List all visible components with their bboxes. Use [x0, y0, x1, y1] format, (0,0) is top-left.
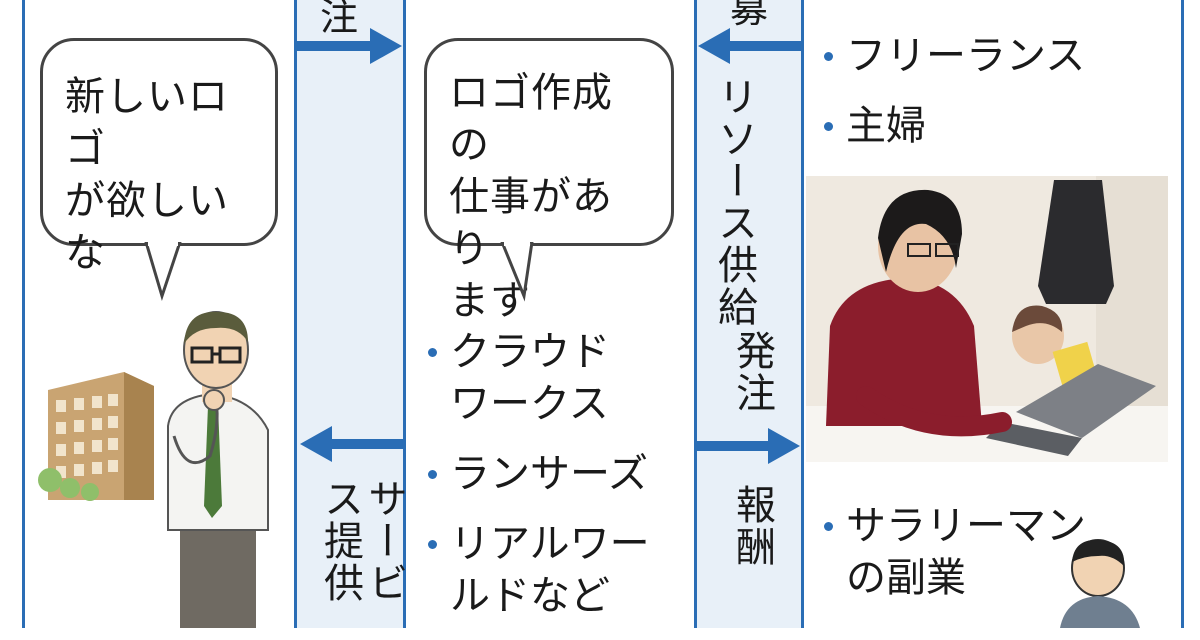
right-flow-strip — [694, 0, 804, 628]
worker-type-item: サラリーマン の副業 — [824, 500, 1086, 604]
platform-service-item: ランサーズ — [428, 448, 650, 500]
worker-type-item: フリーランス — [824, 30, 1085, 82]
platform-speech-line-1: ロゴ作成の — [449, 70, 613, 168]
client-speech-line-1: 新しいロゴ — [65, 74, 229, 172]
resource-supply-label: リソース供給 — [711, 76, 757, 328]
order-label: 発注 — [729, 330, 775, 414]
worker-photo — [806, 176, 1168, 462]
platform-speech-bubble: ロゴ作成の 仕事があり ます — [424, 38, 674, 324]
top-fragment-left: 注 — [320, 0, 359, 39]
platform-service-list: クラウド ワークス ランサーズ リアルワー ルドなど — [428, 326, 650, 640]
service-provision-label: サービス提供 — [317, 478, 407, 604]
platform-speech-line-3: ます — [449, 278, 531, 324]
worker-type-item: 主婦 — [824, 100, 1085, 152]
platform-service-item: クラウド ワークス — [428, 326, 650, 430]
order-arrow-right — [696, 428, 800, 464]
order-arrow-top — [296, 28, 402, 64]
worker-type-list-top: フリーランス 主婦 — [824, 30, 1085, 170]
woman-at-laptop-illustration — [806, 176, 1168, 462]
supply-arrow-top — [698, 28, 804, 64]
office-worker-icon — [1060, 539, 1140, 628]
service-arrow — [300, 426, 404, 462]
platform-service-item: リアルワー ルドなど — [428, 518, 650, 622]
top-fragment-right: 募 — [730, 0, 769, 31]
client-speech-bubble: 新しいロゴ が欲しいな — [40, 38, 278, 276]
platform-speech-line-2: 仕事があり — [449, 174, 613, 272]
worker-type-list-bottom: サラリーマン の副業 — [824, 500, 1086, 622]
businessman-icon — [167, 311, 269, 628]
client-speech-line-2: が欲しいな — [65, 178, 229, 276]
reward-label: 報酬 — [729, 484, 775, 568]
client-bubble-tail — [144, 242, 182, 301]
platform-bubble-tail — [500, 242, 534, 302]
building-icon — [38, 372, 154, 501]
left-flow-strip — [294, 0, 406, 628]
